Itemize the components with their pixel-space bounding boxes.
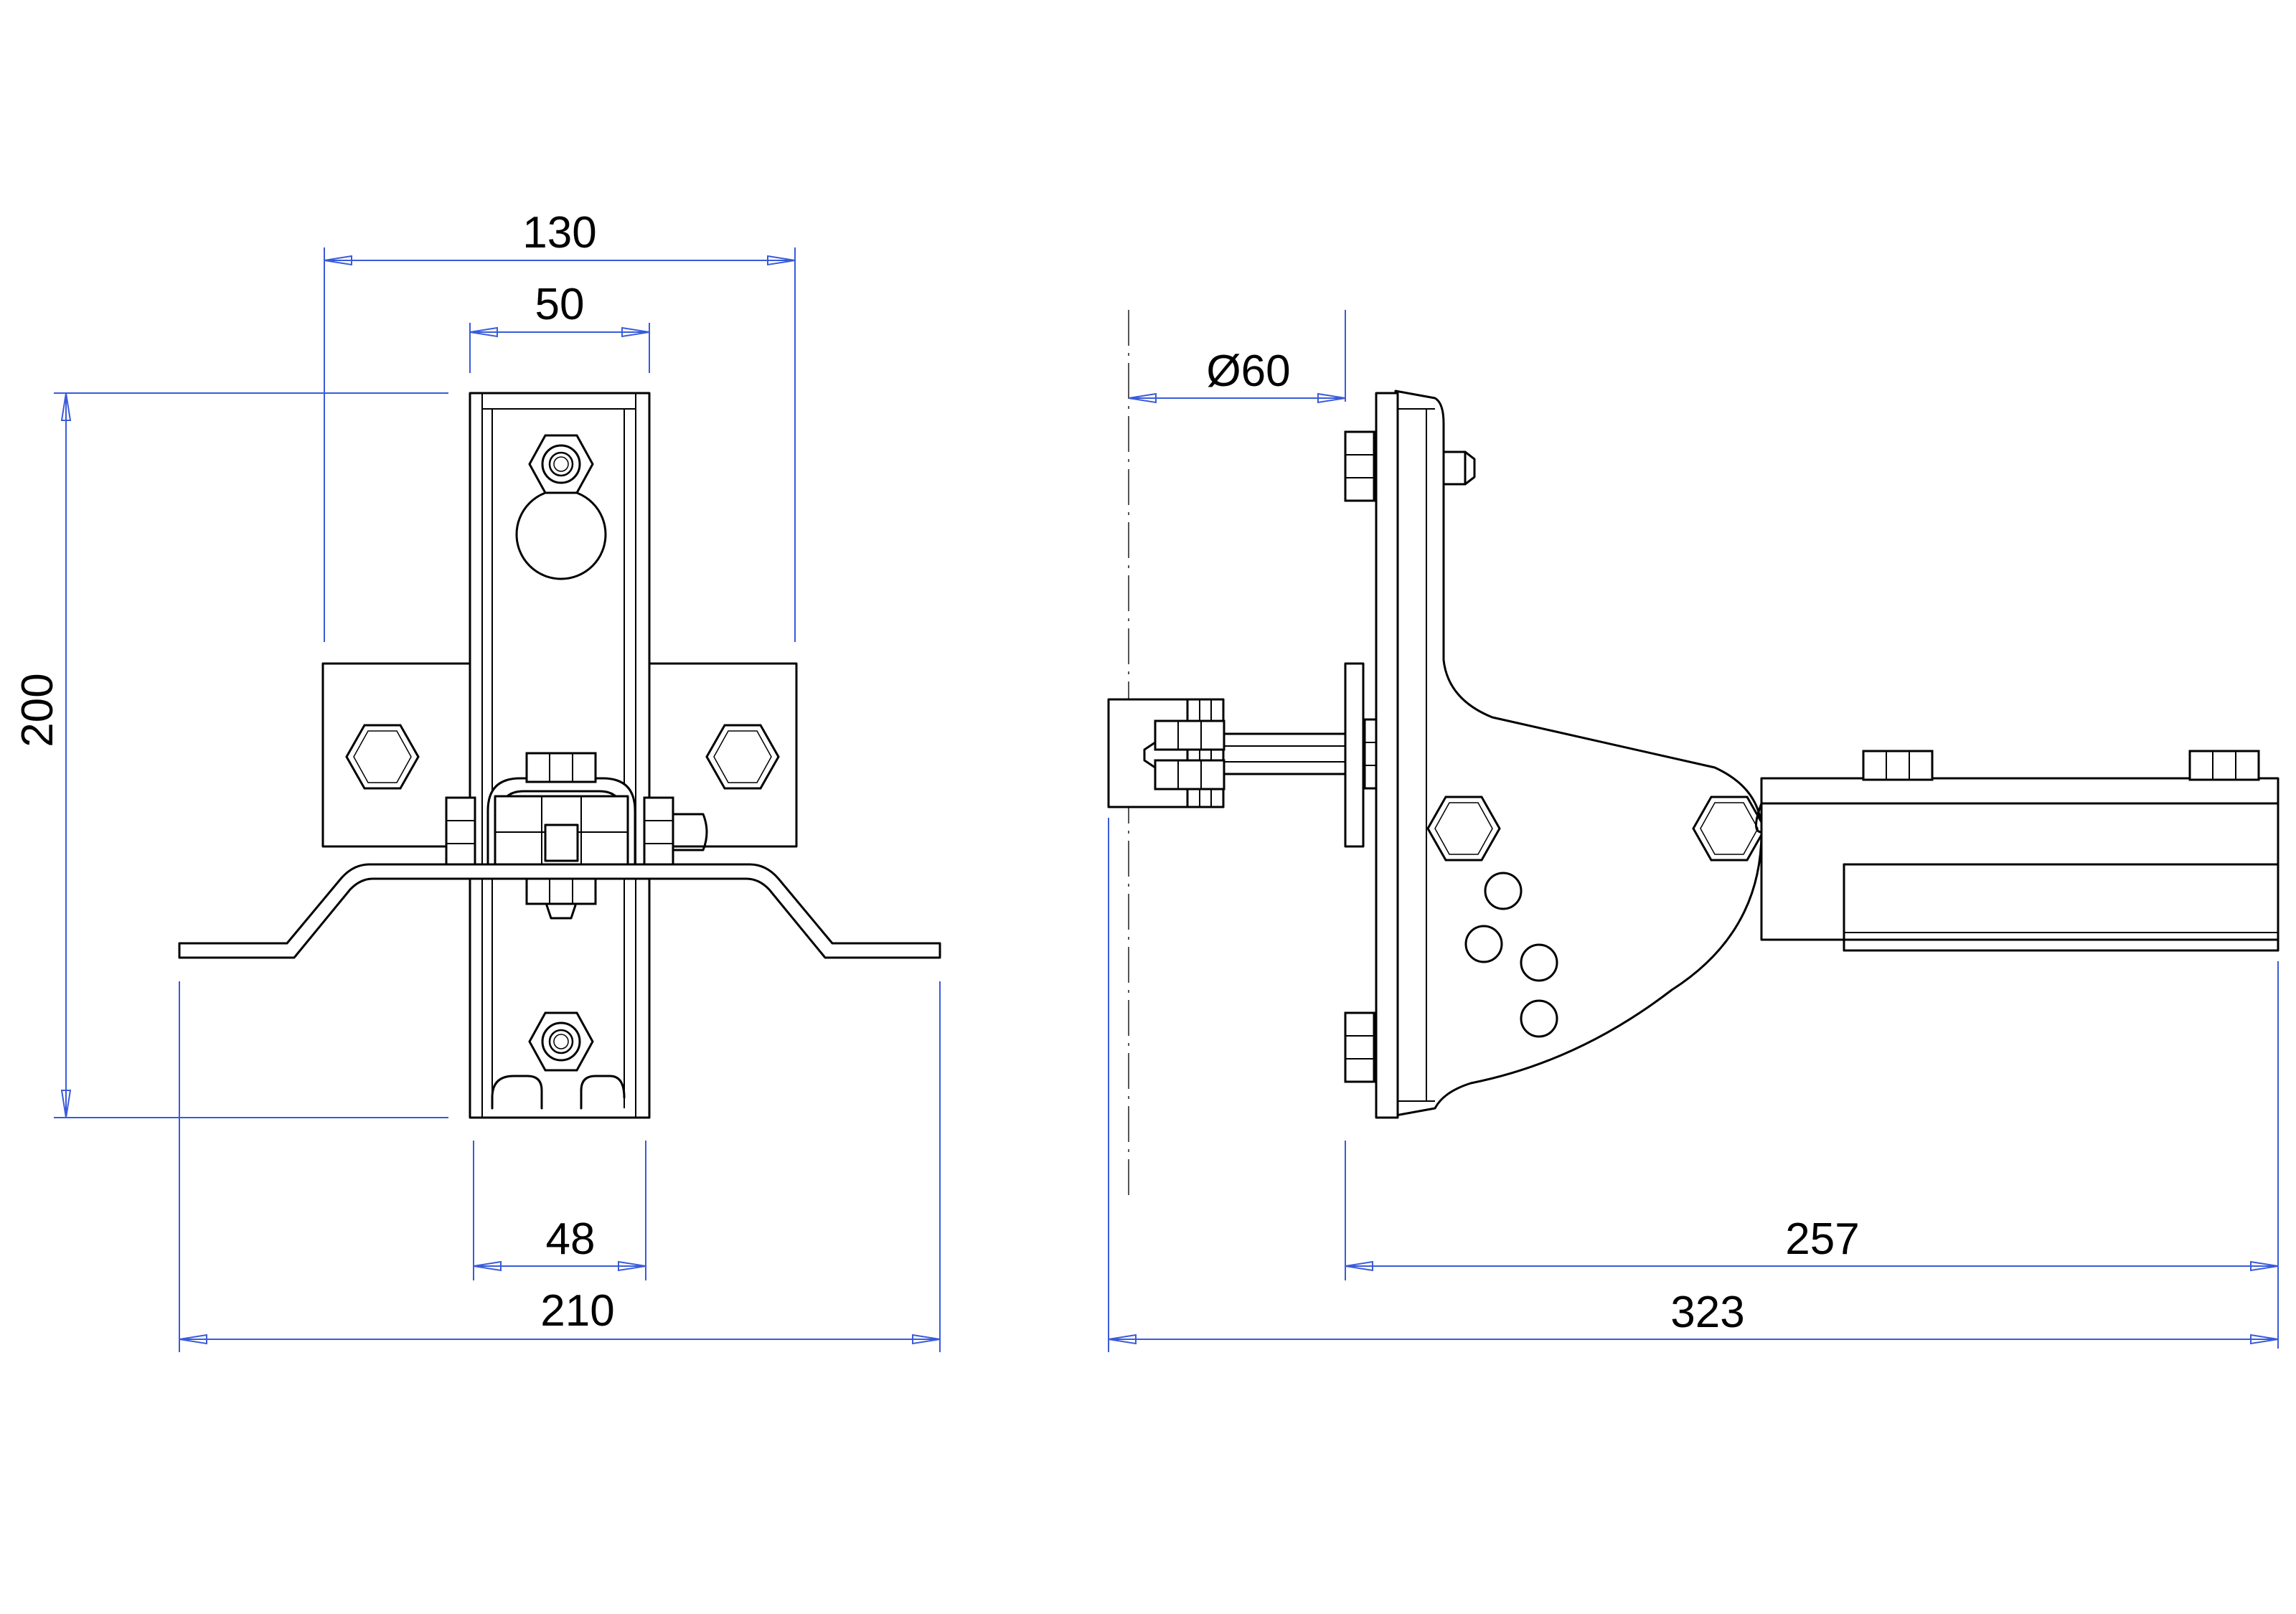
dim-323: 323 xyxy=(1670,1288,1744,1337)
side-arm-holes xyxy=(1464,872,1558,1038)
front-view xyxy=(178,392,941,1119)
dim-257: 257 xyxy=(1785,1214,1859,1264)
dim-210: 210 xyxy=(540,1286,614,1336)
dim-50: 50 xyxy=(535,280,585,329)
side-pipe-clamp xyxy=(1107,698,1225,808)
dimensions: 130 50 200 48 210 Ø60 257 xyxy=(13,208,2279,1352)
side-view xyxy=(1107,310,2279,1199)
side-washer-plate xyxy=(1344,662,1365,848)
side-threaded-rod xyxy=(1222,732,1361,775)
side-arm-plate xyxy=(1394,390,1763,1117)
dim-200: 200 xyxy=(13,673,62,747)
dim-pipe-diameter: Ø60 xyxy=(1206,346,1290,396)
dim-48: 48 xyxy=(546,1214,596,1264)
side-channel xyxy=(1755,750,2279,952)
dim-130: 130 xyxy=(522,208,596,258)
front-bent-strap xyxy=(178,863,941,959)
side-back-plate xyxy=(1375,392,1399,1119)
